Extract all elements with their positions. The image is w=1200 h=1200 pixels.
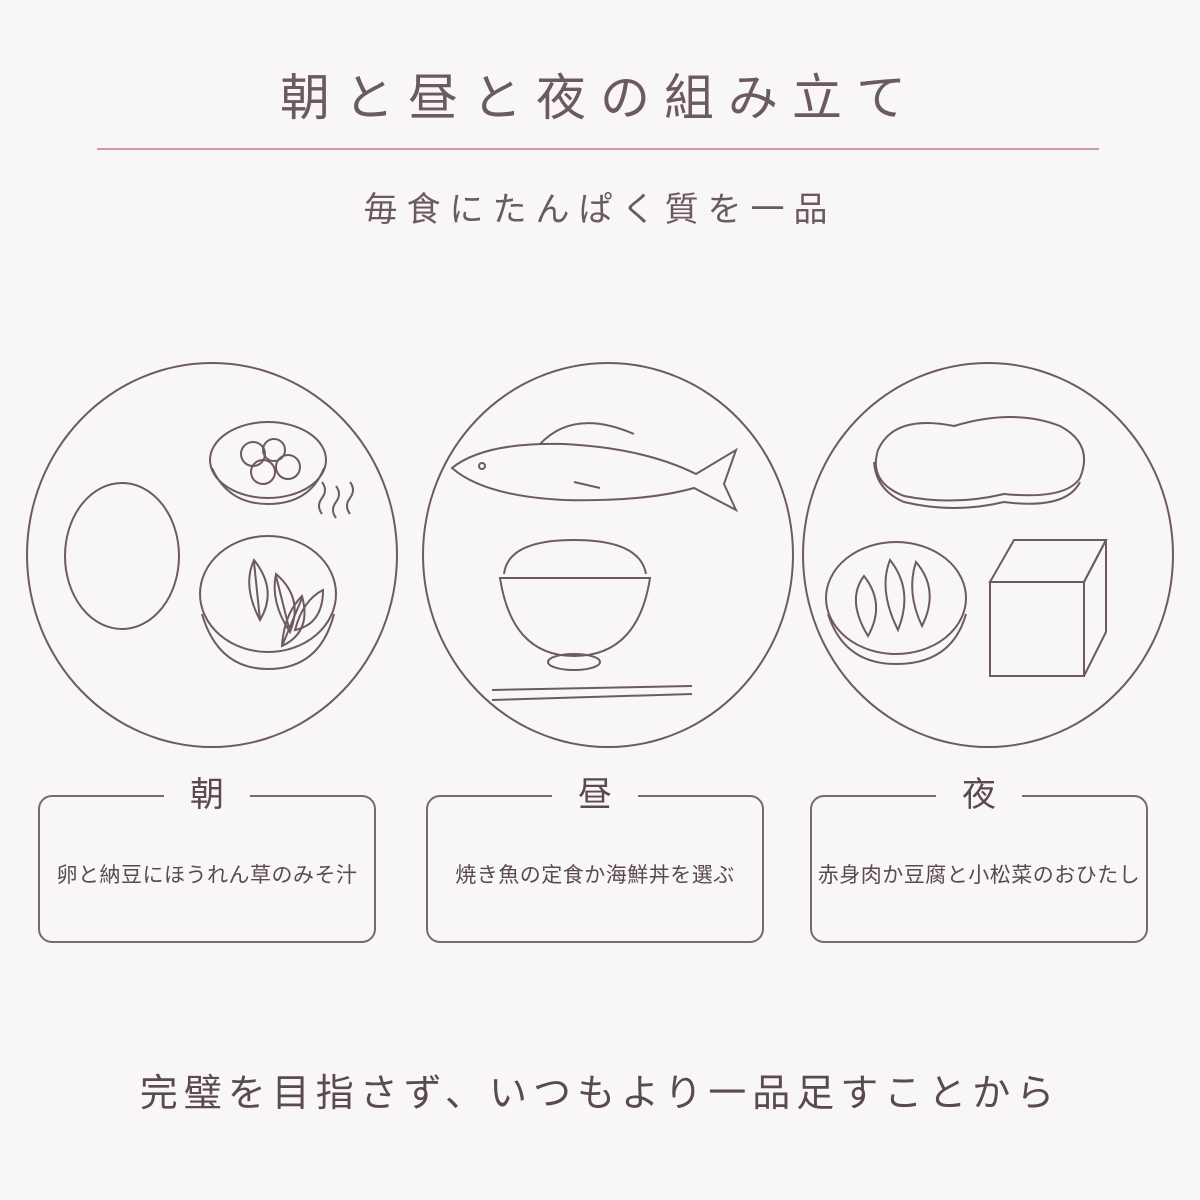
- footer-message: 完璧を目指さず、いつもより一品足すことから: [139, 1071, 1061, 1115]
- chopsticks-icon: [491, 685, 693, 701]
- greens-bowl-icon: [825, 541, 967, 666]
- title-divider: [97, 148, 1099, 150]
- meal-text-noon: 焼き魚の定食か海鮮丼を選ぶ: [455, 863, 735, 887]
- tofu-icon: [988, 539, 1108, 677]
- meal-card-morning: 朝 卵と納豆にほうれん草のみそ汁: [38, 771, 376, 943]
- plate-morning: [26, 362, 398, 748]
- plate-noon: [422, 362, 794, 748]
- egg-icon: [64, 482, 180, 630]
- page-subtitle: 毎食にたんぱく質を一品: [363, 190, 837, 230]
- meal-card-noon: 昼 焼き魚の定食か海鮮丼を選ぶ: [426, 771, 764, 943]
- fish-icon: [450, 422, 739, 513]
- meal-label-noon: 昼: [552, 771, 638, 819]
- meal-text-morning: 卵と納豆にほうれん草のみそ汁: [56, 863, 358, 887]
- steak-icon: [873, 416, 1085, 509]
- meal-card-evening: 夜 赤身肉か豆腐と小松菜のおひたし: [810, 771, 1148, 943]
- page-title: 朝と昼と夜の組み立て: [280, 69, 920, 127]
- meal-text-evening: 赤身肉か豆腐と小松菜のおひたし: [817, 863, 1141, 887]
- meal-label-evening: 夜: [936, 771, 1022, 819]
- natto-bowl-icon: [209, 421, 327, 506]
- plate-evening: [802, 362, 1174, 748]
- miso-soup-icon: [199, 481, 354, 671]
- meal-label-morning: 朝: [164, 771, 250, 819]
- rice-bowl-icon: [498, 538, 652, 671]
